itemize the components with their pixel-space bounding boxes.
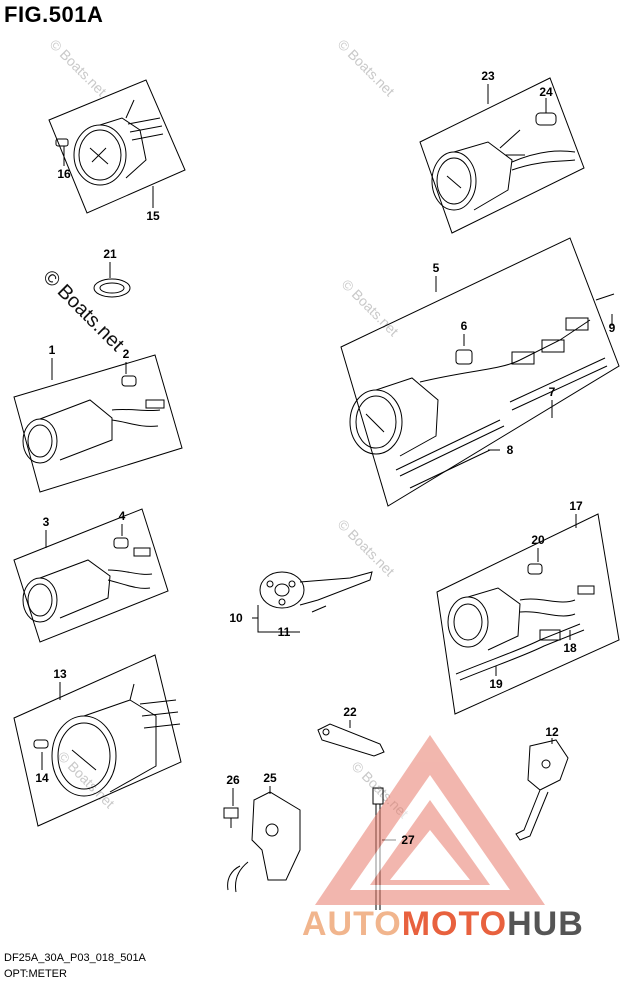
- callout-7: 7: [549, 385, 556, 399]
- callout-19: 19: [489, 677, 503, 691]
- callout-12: 12: [545, 725, 559, 739]
- callout-3: 3: [43, 515, 50, 529]
- bracket-25: [223, 791, 301, 893]
- callout-13: 13: [53, 667, 67, 681]
- part-22: [317, 723, 385, 757]
- frame-1: [13, 354, 183, 493]
- callout-11: 11: [278, 625, 291, 639]
- callout-22: 22: [343, 705, 357, 719]
- callout-4: 4: [119, 509, 126, 523]
- gauge-23: [431, 101, 576, 211]
- figure-title: FIG.501A: [4, 2, 104, 27]
- callout-2: 2: [123, 347, 130, 361]
- part-21: [93, 278, 131, 298]
- callout-10: 10: [229, 611, 243, 625]
- callout-14: 14: [35, 771, 49, 785]
- frame-13: [13, 654, 182, 827]
- callout-26: 26: [226, 773, 240, 787]
- brand-part-2: MOTO: [401, 905, 508, 943]
- callout-18: 18: [563, 641, 577, 655]
- gauge-3: [22, 537, 153, 623]
- callout-25: 25: [263, 771, 277, 785]
- gauge-15: [55, 99, 164, 186]
- brand-part-3: HUB: [507, 905, 584, 943]
- callout-23: 23: [481, 69, 495, 83]
- brand-logo-text: AUTOMOTOHUB: [302, 905, 584, 944]
- callout-16: 16: [57, 167, 71, 181]
- callout-24: 24: [539, 85, 553, 99]
- callout-17: 17: [569, 499, 583, 513]
- gauge-17: [447, 563, 595, 681]
- gauge-13: [33, 683, 181, 797]
- callout-1: 1: [49, 343, 56, 357]
- part-12: [515, 739, 569, 841]
- callout-27: 27: [401, 833, 415, 847]
- figure-subtitle: OPT:METER: [4, 968, 67, 980]
- frame-17: [436, 513, 620, 715]
- brand-part-1: AUTO: [302, 905, 402, 943]
- frame-23: [419, 77, 585, 234]
- leader-10-11: [252, 605, 300, 633]
- watermark-logo: [315, 735, 545, 905]
- callout-9: 9: [609, 321, 616, 335]
- frame-15: [48, 79, 186, 214]
- gauge-5: [349, 293, 615, 489]
- callout-20: 20: [531, 533, 545, 547]
- callout-8: 8: [507, 443, 514, 457]
- callout-21: 21: [103, 247, 117, 261]
- frame-5: [340, 237, 620, 507]
- callout-6: 6: [461, 319, 468, 333]
- callout-5: 5: [433, 261, 440, 275]
- callout-15: 15: [146, 209, 160, 223]
- bracket-10: [259, 571, 373, 613]
- frame-3: [13, 508, 169, 643]
- gauge-1: [22, 375, 165, 464]
- figure-code: DF25A_30A_P03_018_501A: [4, 952, 146, 964]
